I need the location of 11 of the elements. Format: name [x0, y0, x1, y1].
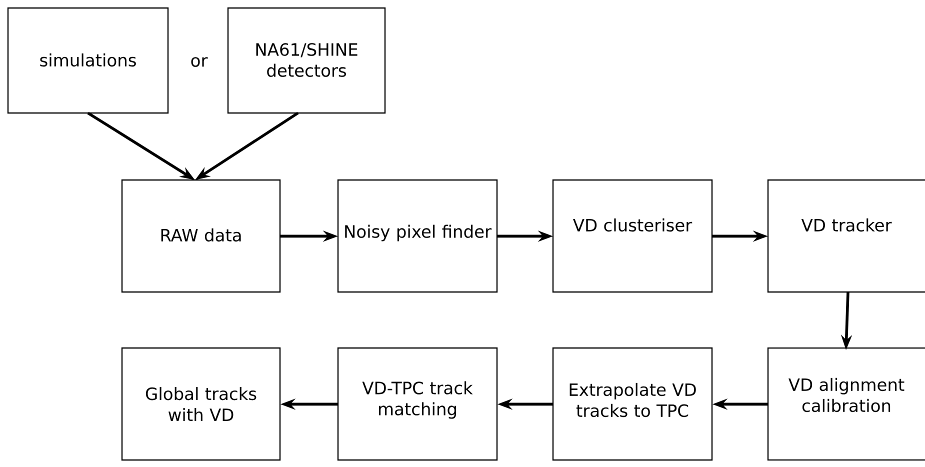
process-box: VD tracker — [767, 179, 925, 293]
process-box: NA61/SHINE detectors — [227, 7, 386, 114]
process-box: VD-TPC track matching — [337, 347, 498, 461]
process-box: Global tracks with VD — [121, 347, 281, 461]
process-box: VD alignment calibration — [767, 347, 925, 461]
process-box: Extrapolate VD tracks to TPC — [552, 347, 713, 461]
process-box: simulations — [7, 7, 169, 114]
process-box: RAW data — [121, 179, 281, 293]
connector-word: or — [191, 57, 208, 67]
process-box: VD clusteriser — [552, 179, 713, 293]
process-box: Noisy pixel finder — [337, 179, 498, 293]
